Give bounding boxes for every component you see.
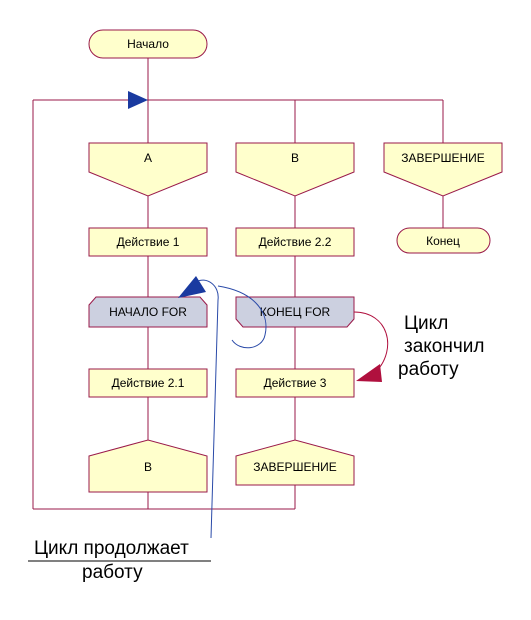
- loop-start-label: НАЧАЛО FOR: [109, 305, 187, 319]
- block-a-label: A: [144, 151, 152, 165]
- loop-back-arrowhead: [128, 91, 148, 109]
- note-loop-finished-line-1: Цикл: [404, 313, 448, 334]
- start-terminator: Начало: [88, 29, 208, 59]
- action-2-2: Действие 2.2: [235, 227, 355, 257]
- note-loop-continues-line-2: работу: [82, 562, 143, 583]
- note-loop-finished: Цикл закончил работу: [398, 313, 484, 380]
- block-a: A: [88, 142, 208, 197]
- action-2-1: Действие 2.1: [88, 368, 208, 398]
- end-terminator: Конец: [396, 227, 491, 254]
- action-3-label: Действие 3: [264, 376, 327, 390]
- block-finish-bottom: ЗАВЕРШЕНИЕ: [235, 439, 355, 486]
- block-b-bottom: B: [88, 439, 208, 493]
- block-b-label: B: [291, 151, 299, 165]
- loop-finished-arrow: [353, 311, 389, 382]
- connectors: [32, 58, 444, 510]
- loop-end-label: КОНЕЦ FOR: [260, 305, 331, 319]
- block-b-bottom-label: B: [144, 460, 152, 474]
- action-3: Действие 3: [235, 368, 355, 398]
- loop-start: НАЧАЛО FOR: [88, 296, 208, 328]
- action-1-label: Действие 1: [117, 235, 180, 249]
- action-2-2-label: Действие 2.2: [259, 235, 332, 249]
- action-2-1-label: Действие 2.1: [112, 376, 185, 390]
- block-finish-top-label: ЗАВЕРШЕНИЕ: [401, 151, 485, 165]
- note-loop-continues: Цикл продолжает работу: [28, 538, 211, 583]
- block-finish-top: ЗАВЕРШЕНИЕ: [383, 142, 503, 197]
- end-label: Конец: [426, 234, 460, 248]
- note-loop-finished-line-3: работу: [398, 359, 459, 380]
- block-b: B: [235, 142, 355, 197]
- loop-continues-arrow: [178, 276, 267, 539]
- start-label: Начало: [127, 37, 169, 51]
- note-loop-continues-line-1: Цикл продолжает: [34, 538, 189, 559]
- note-loop-finished-line-2: закончил: [404, 336, 484, 357]
- action-1: Действие 1: [88, 227, 208, 257]
- block-finish-bottom-label: ЗАВЕРШЕНИЕ: [253, 460, 337, 474]
